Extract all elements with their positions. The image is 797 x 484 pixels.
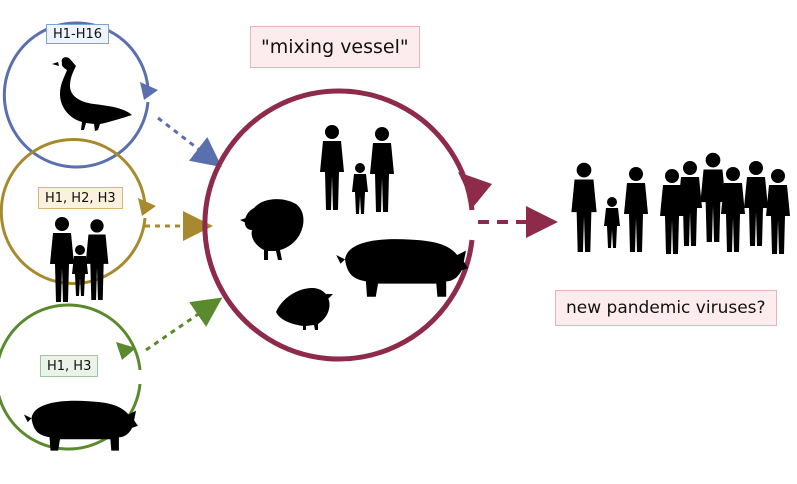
mixing-vessel-circle xyxy=(202,88,492,362)
birds-circle-arc xyxy=(2,21,150,169)
mixing-vessel-label: "mixing vessel" xyxy=(250,26,420,68)
birds-source-circle xyxy=(2,21,158,169)
pigs-source-circle xyxy=(0,303,142,451)
pigs-circle-arc xyxy=(0,303,142,451)
family-icon-center xyxy=(320,125,394,214)
family-icon xyxy=(50,217,109,302)
crowd-icon xyxy=(571,152,790,254)
humans-circle-arc xyxy=(0,138,147,285)
goose-icon xyxy=(52,57,132,131)
birds-circle-arrowhead xyxy=(140,82,158,100)
humans-subtype-label: H1, H2, H3 xyxy=(38,187,123,209)
pigs-subtype-label: H1, H3 xyxy=(40,355,99,377)
turkey-icon xyxy=(240,199,304,260)
quail-icon xyxy=(276,288,333,330)
humans-circle-arrowhead xyxy=(138,198,156,216)
birds-to-mixing-arrow xyxy=(157,116,222,168)
humans-source-circle xyxy=(0,138,156,302)
mixing-circle-arc xyxy=(202,88,475,362)
wild-birds-subtype-label: H1-H16 xyxy=(46,24,110,44)
new-pandemic-label: new pandemic viruses? xyxy=(555,290,777,326)
mixing-circle-arrowhead xyxy=(458,172,492,206)
pigs-circle-arrowhead xyxy=(116,342,136,360)
pig-icon-center xyxy=(336,239,469,297)
pigs-to-mixing-arrow xyxy=(145,297,223,352)
